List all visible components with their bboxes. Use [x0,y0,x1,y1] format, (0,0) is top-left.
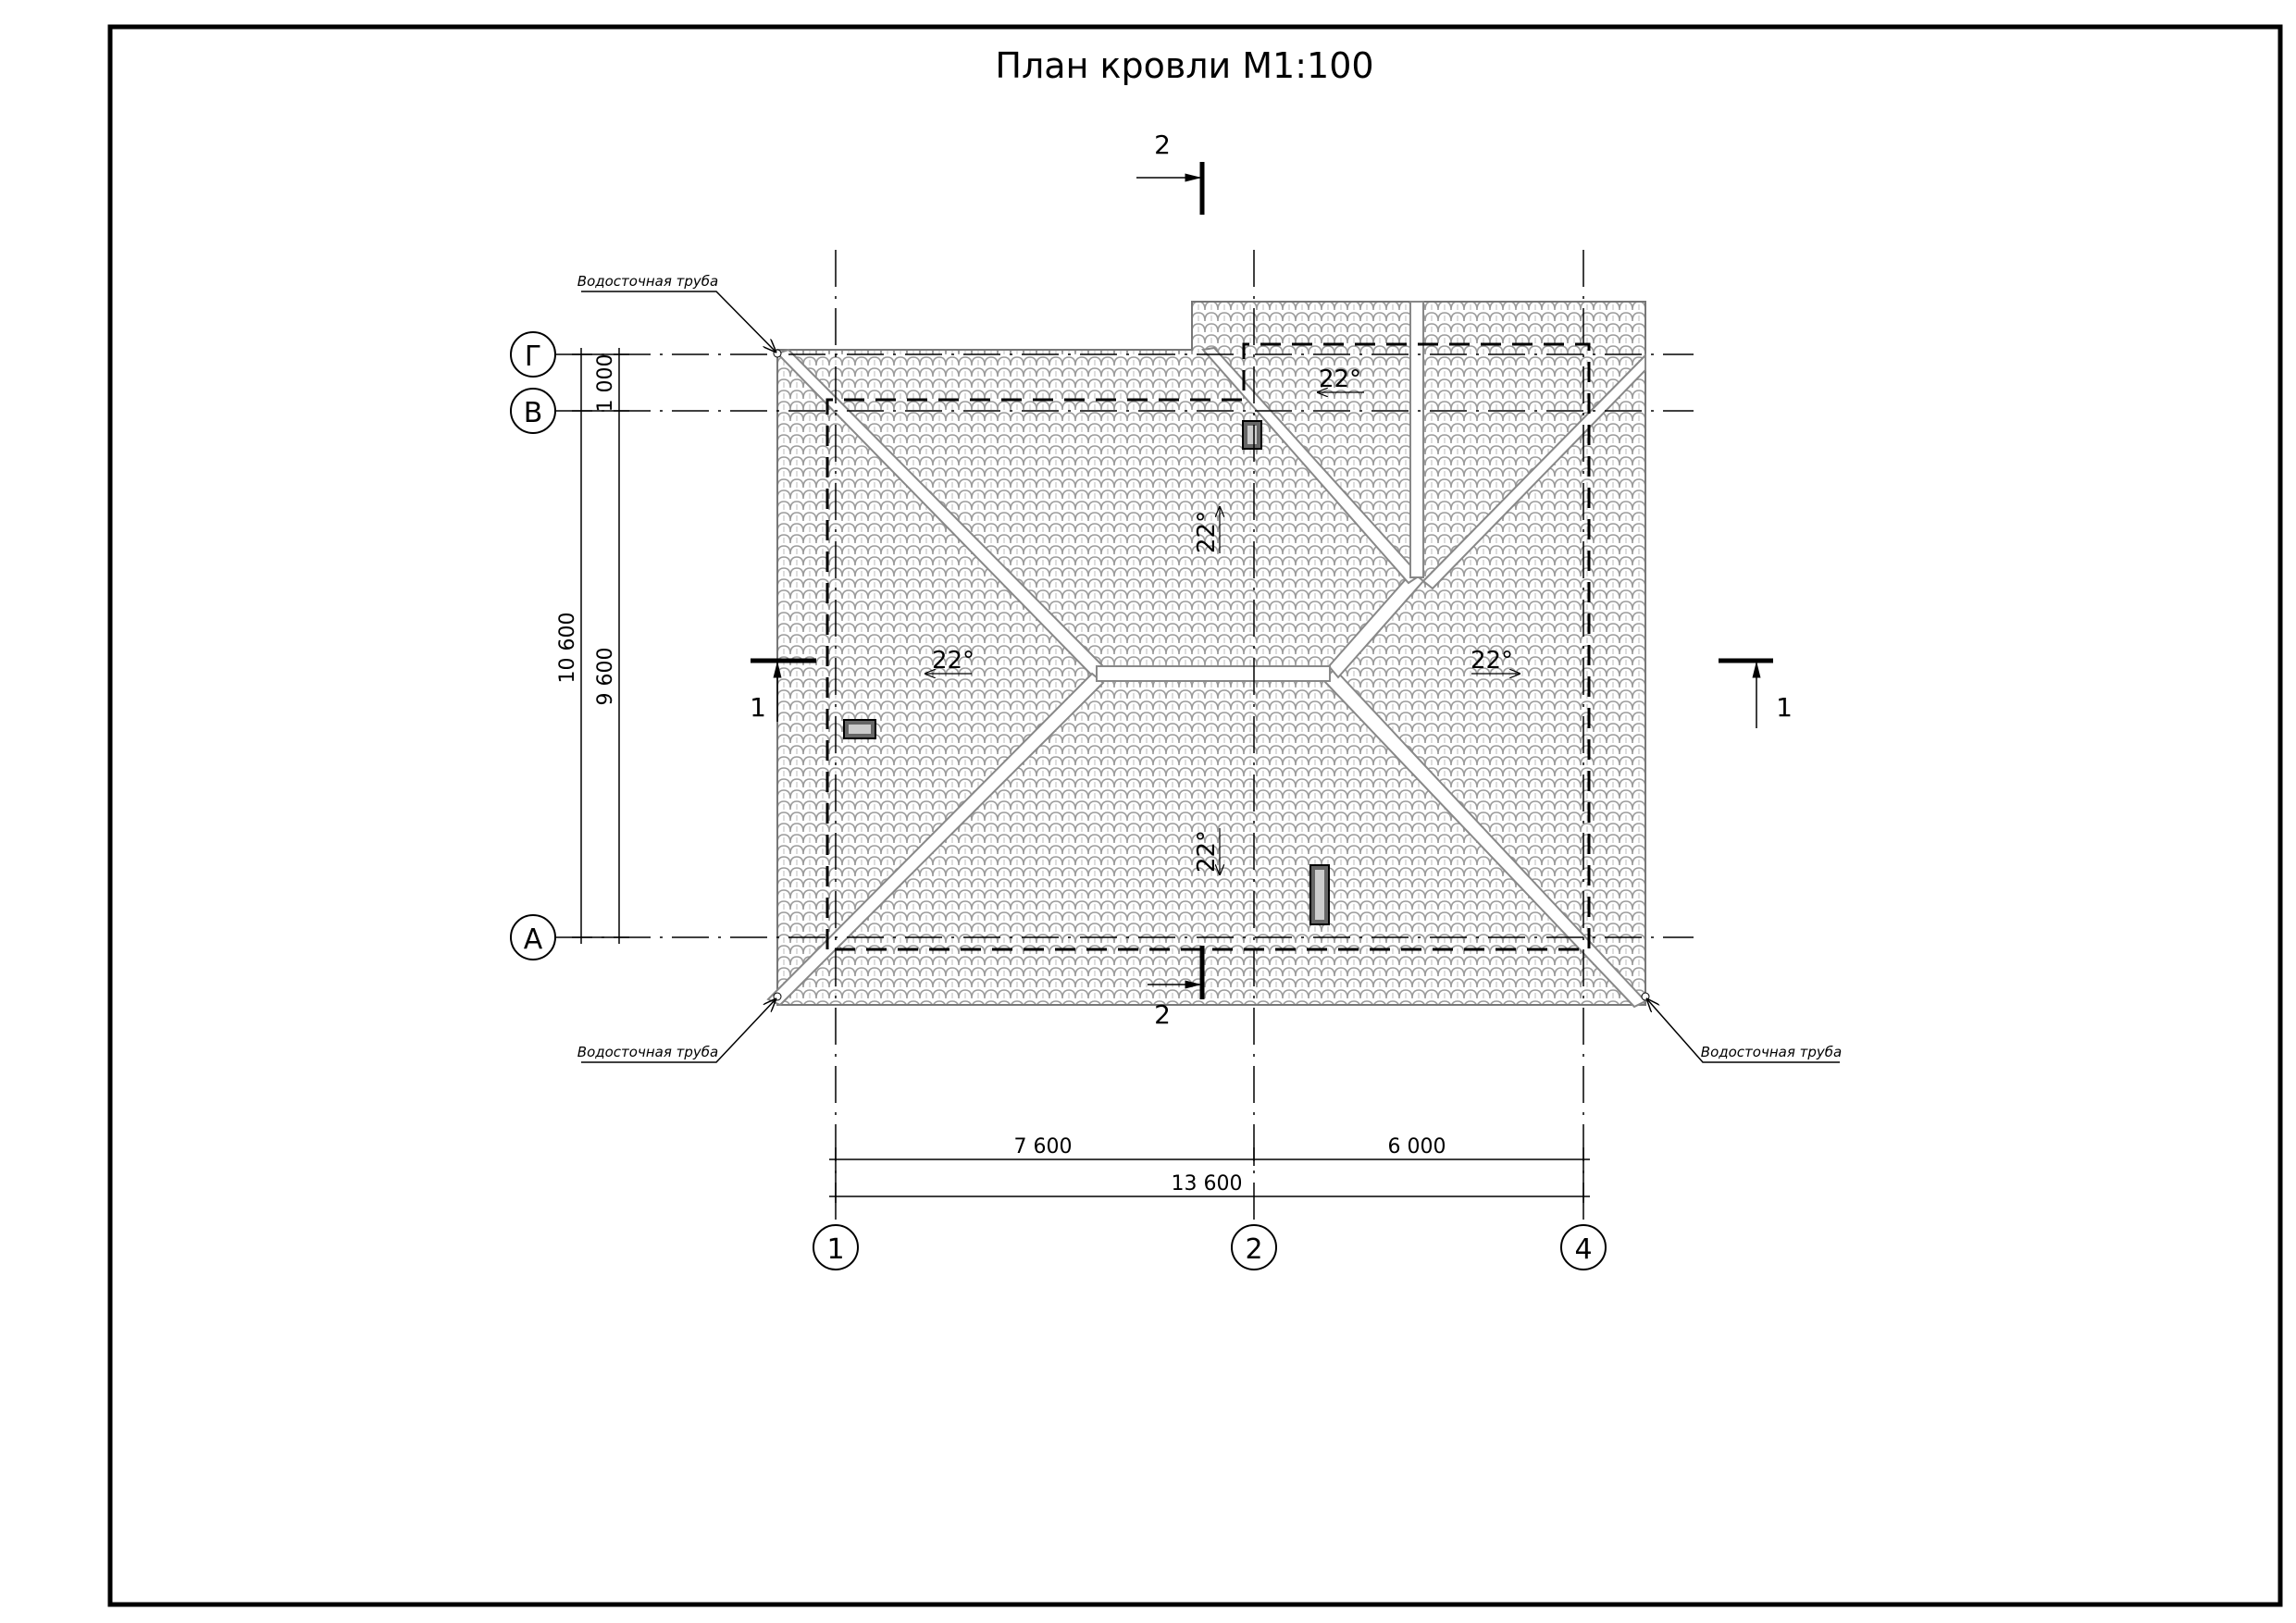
svg-text:22°: 22° [1193,511,1221,553]
svg-text:2: 2 [1154,999,1171,1030]
svg-text:Водосточная труба: Водосточная труба [577,273,718,290]
svg-text:2: 2 [1245,1233,1262,1266]
svg-text:22°: 22° [1193,830,1221,873]
svg-text:22°: 22° [932,647,974,675]
svg-text:Водосточная труба: Водосточная труба [1701,1044,1842,1060]
svg-text:4: 4 [1574,1233,1592,1266]
section-mark-2-bottom: 2 [1148,946,1205,1030]
section-mark-1-right: 1 [1719,658,1793,728]
svg-text:22°: 22° [1471,647,1513,675]
axis-bubble-row-g: Г [510,331,556,378]
svg-text:1: 1 [750,692,766,723]
slope-label-south: 22° [1193,828,1221,874]
svg-text:1: 1 [1776,692,1793,723]
downpipe-callout-top-left: Водосточная труба [577,273,782,358]
dim-9600: 9 600 [594,648,617,706]
svg-text:1: 1 [826,1233,844,1266]
drawing-title: План кровли М1:100 [995,45,1373,86]
axis-bubble-col-4: 4 [1560,1224,1607,1270]
roof [766,301,1647,1009]
svg-text:2: 2 [1154,130,1171,160]
slope-label-east: 22° [1471,647,1520,675]
dim-1000: 1 000 [594,354,617,413]
dim-6000: 6 000 [1388,1135,1446,1158]
slope-label-north-wing: 22° [1318,365,1364,393]
section-mark-1-left: 1 [750,658,816,723]
dim-7600: 7 600 [1014,1135,1073,1158]
section-mark-2-top: 2 [1136,130,1205,215]
downpipe-callout-bottom-left: Водосточная труба [577,992,782,1063]
svg-text:Водосточная труба: Водосточная труба [577,1044,718,1060]
wall-outline [825,342,1591,951]
svg-text:Г: Г [525,341,541,373]
drawing-frame [107,24,2283,1607]
axis-bubble-col-2: 2 [1231,1224,1277,1270]
slope-label-north: 22° [1193,507,1221,553]
vertical-dimensions: 10 600 9 600 1 000 [556,348,629,944]
dim-10600: 10 600 [556,613,579,684]
chimney [1309,864,1330,925]
axis-bubble-row-a: А [510,914,556,960]
axis-bubble-col-1: 1 [813,1224,859,1270]
grid-axes [555,250,1694,1226]
horizontal-dimensions: 7 600 6 000 13 600 [829,1135,1590,1203]
dim-13600: 13 600 [1172,1172,1243,1196]
svg-text:22°: 22° [1319,365,1361,393]
downpipe-callout-bottom-right: Водосточная труба [1641,992,1842,1063]
chimney [843,719,876,739]
axis-bubble-row-v: В [510,388,556,434]
svg-text:В: В [524,397,543,429]
chimney [1242,420,1262,450]
svg-text:А: А [524,923,543,956]
slope-label-west: 22° [925,647,974,675]
